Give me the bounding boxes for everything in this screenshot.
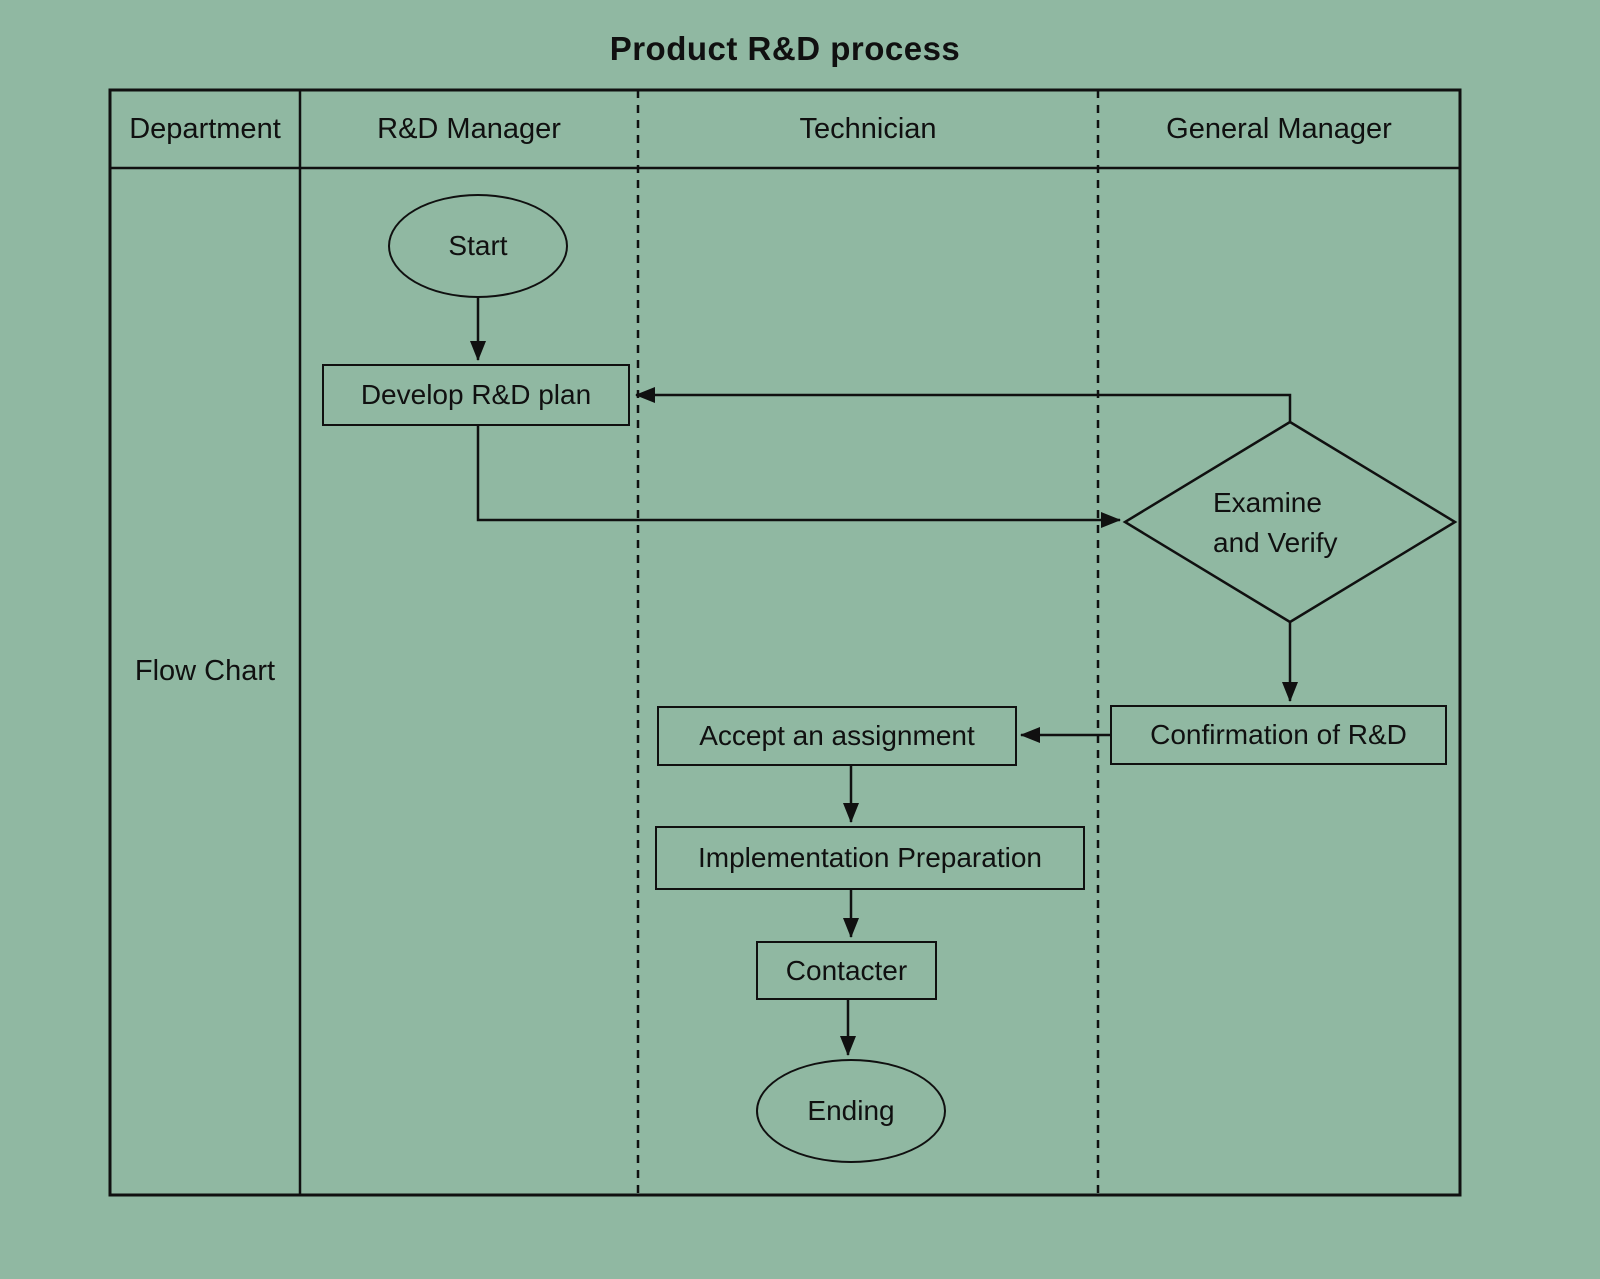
header-department: Department <box>129 112 281 145</box>
node-examine-and-verify-label: Examine and Verify <box>1213 483 1413 563</box>
node-confirmation-of-rd: Confirmation of R&D <box>1110 705 1447 765</box>
examine-line-2: and Verify <box>1213 527 1338 558</box>
examine-line-1: Examine <box>1213 487 1322 518</box>
row-label-flow-chart: Flow Chart <box>134 655 276 687</box>
node-develop-rd-plan: Develop R&D plan <box>322 364 630 426</box>
arrow-develop-to-examine <box>476 426 1121 528</box>
node-implementation-preparation: Implementation Preparation <box>655 826 1085 890</box>
header-rd-manager: R&D Manager <box>377 112 561 145</box>
arrow-examine-back-to-develop <box>635 387 1292 422</box>
header-general-manager: General Manager <box>1166 112 1392 145</box>
node-start: Start <box>388 194 568 298</box>
node-contacter: Contacter <box>756 941 937 1000</box>
header-technician: Technician <box>799 112 937 145</box>
diagram-title: Product R&D process <box>609 30 961 67</box>
node-ending: Ending <box>756 1059 946 1163</box>
table-outer-border <box>108 88 1462 1197</box>
node-accept-assignment: Accept an assignment <box>657 706 1017 766</box>
